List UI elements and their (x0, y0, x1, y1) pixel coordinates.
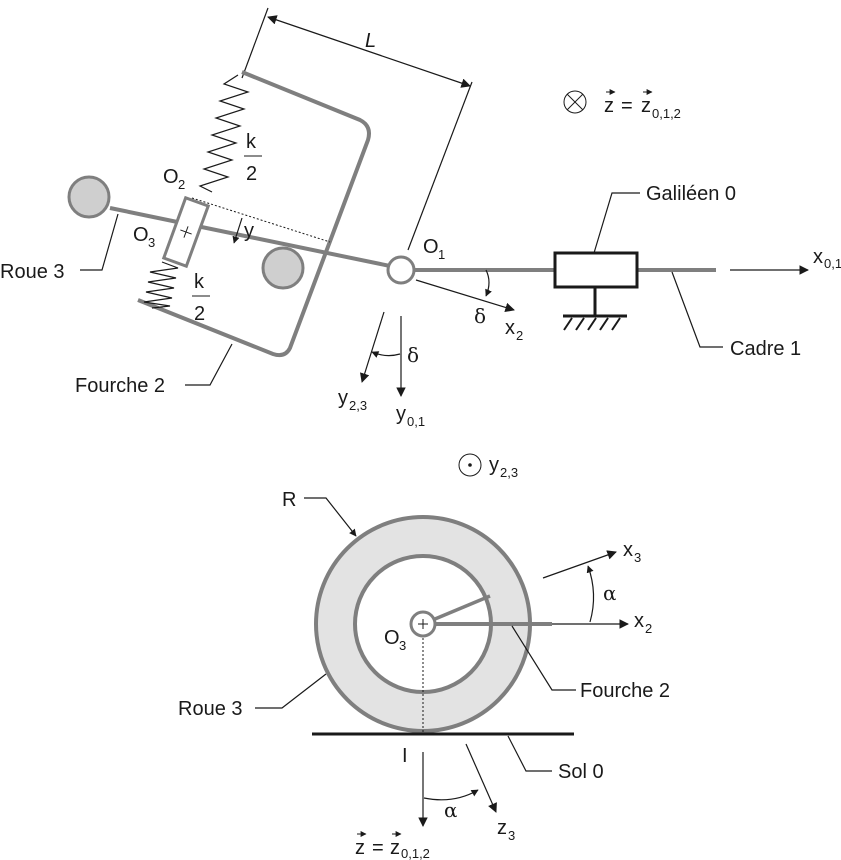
slider-block (161, 195, 211, 269)
y23-main: y (338, 387, 348, 409)
o1-sub: 1 (438, 247, 445, 262)
z-header-rhs-sub: 0,1,2 (652, 106, 681, 121)
x3-main: x (623, 539, 633, 561)
r-label: R (282, 489, 296, 511)
y-label: y (244, 220, 254, 242)
z-bottom-lhs: z (355, 837, 365, 859)
o1-pivot (386, 255, 416, 285)
spring-top-den: 2 (246, 163, 257, 185)
cadre-label: Cadre 1 (730, 338, 801, 360)
x2-side-sub: 2 (645, 621, 652, 636)
x2-side-main: x (634, 610, 644, 632)
x2-top-main: x (505, 317, 515, 339)
y23-sub: 2,3 (349, 398, 367, 413)
z-bottom-rhs: z (390, 837, 400, 859)
i-label: I (402, 745, 408, 767)
z-header-eq: = (621, 95, 633, 117)
fourche-label-side: Fourche 2 (580, 680, 670, 702)
o2-main: O (163, 166, 179, 188)
x2-top-sub: 2 (516, 328, 523, 343)
galilean-label: Galiléen 0 (646, 183, 736, 205)
y23-dot-icon (458, 453, 482, 477)
y01-sub: 0,1 (407, 414, 425, 429)
z-axis-header: z = z 0,1,2 (563, 89, 681, 121)
spring-top (198, 74, 250, 193)
spring-bottom-num: k (194, 271, 205, 293)
o3-sub: 3 (148, 235, 155, 250)
z3-sub: 3 (508, 828, 515, 843)
z3-main: z (497, 817, 507, 839)
o2-sub: 2 (178, 177, 185, 192)
roue-label-top: Roue 3 (0, 261, 65, 283)
y23-arrow (360, 311, 385, 383)
x3-arrow (542, 550, 617, 579)
fork-arm (109, 206, 391, 268)
x3-sub: 3 (634, 550, 641, 565)
spring-bottom-den: 2 (194, 303, 205, 325)
fork-arm-dotted (191, 197, 331, 243)
fork-outline (137, 70, 371, 358)
z-bottom-eq: = (372, 837, 384, 859)
alpha-top: α (603, 581, 617, 605)
length-label: L (365, 30, 376, 52)
y-arrow (232, 217, 243, 244)
spring-bottom (143, 261, 179, 309)
front-ball (261, 246, 305, 290)
rear-ball (67, 175, 111, 219)
roue-label-side: Roue 3 (178, 698, 243, 720)
delta-bottom: δ (407, 343, 419, 367)
x01-main: x (813, 246, 823, 268)
x2-arrow-top (415, 279, 515, 313)
y23-header-sub: 2,3 (500, 465, 518, 480)
side-o3-main: O (384, 627, 400, 649)
dimension-l: L (241, 7, 473, 251)
galilean-slider (553, 251, 639, 289)
delta-top: δ (474, 304, 486, 328)
top-view: L z = z 0,1,2 (0, 7, 841, 429)
spring-top-num: k (246, 131, 257, 153)
sol-label: Sol 0 (558, 761, 604, 783)
o1-main: O (423, 236, 439, 258)
x01-sub: 0,1 (824, 256, 841, 271)
side-view: y 2,3 R O 3 x 3 x 2 α (178, 453, 670, 860)
alpha-bottom: α (444, 798, 458, 822)
y23-header-main: y (489, 454, 499, 476)
side-o3-sub: 3 (399, 638, 406, 653)
o3-main: O (133, 224, 149, 246)
y01-main: y (396, 403, 406, 425)
z3-arrow (465, 743, 497, 813)
z-header-lhs: z (604, 95, 614, 117)
z-bottom-rhs-sub: 0,1,2 (401, 846, 430, 860)
z-header-rhs: z (641, 95, 651, 117)
fourche-label-top: Fourche 2 (75, 375, 165, 397)
